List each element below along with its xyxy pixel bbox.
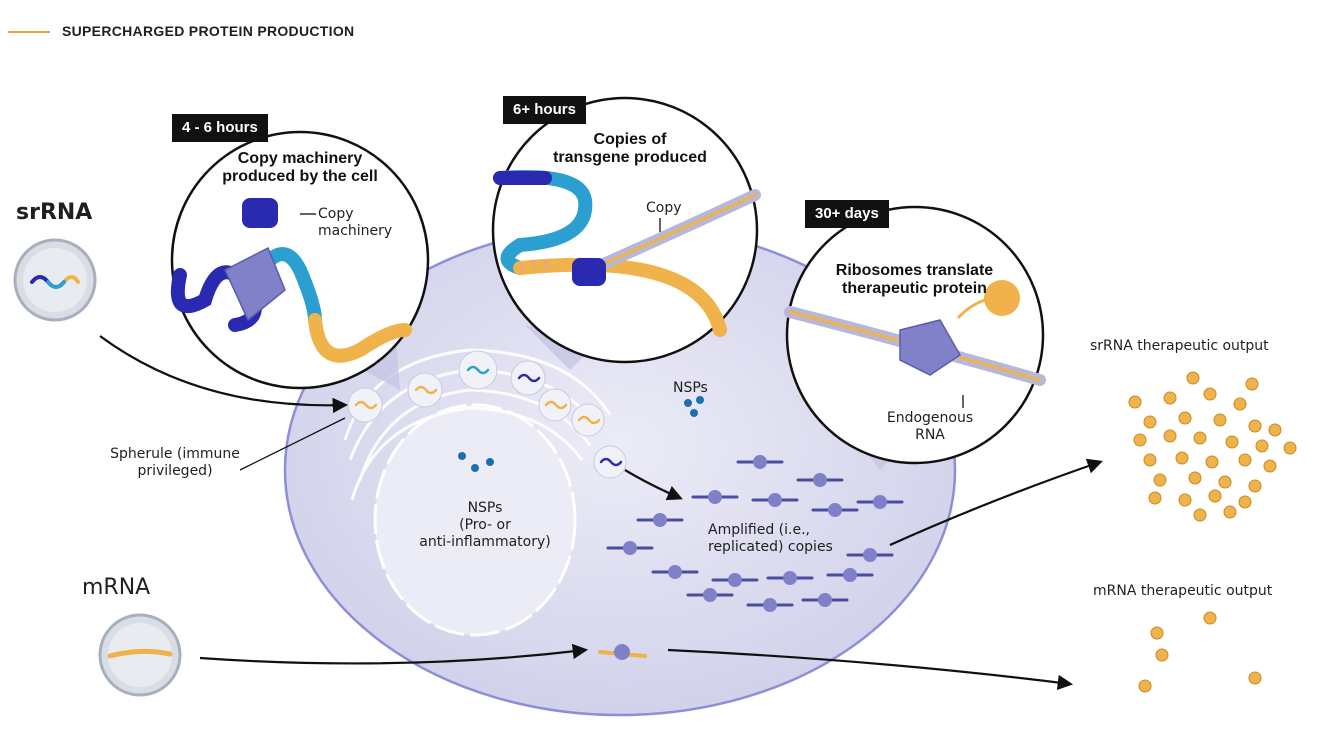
stage-2-title-line2: transgene produced — [553, 149, 707, 167]
srna-protein-cloud — [1128, 371, 1297, 522]
mrna-label: mRNA — [82, 575, 151, 600]
mrna-protein-cloud — [1138, 611, 1262, 693]
spherule-label-line2: privileged) — [137, 462, 213, 479]
nsps-nucleus-line3: anti-inflammatory) — [419, 533, 551, 550]
stage-3-title: Ribosomes translate therapeutic protein — [812, 262, 1017, 299]
copy-machinery-label: Copy machinery — [318, 206, 392, 240]
stage-3-title-line2: therapeutic protein — [842, 280, 987, 298]
stage-3-title-line1: Ribosomes translate — [835, 262, 994, 279]
stage-3-badge: 30+ days — [805, 200, 889, 228]
arrow-srna-to-spherule — [99, 335, 349, 414]
header-title: SUPERCHARGED PROTEIN PRODUCTION — [62, 23, 355, 39]
callout-circle-2 — [491, 96, 761, 364]
arrow-mrna-to-output — [667, 648, 1074, 691]
stage-1-title-line2: produced by the cell — [222, 168, 378, 186]
mrna-capsule — [98, 613, 182, 697]
nsps-nucleus-line2: (Pro- or — [459, 516, 511, 533]
srna-capsule — [13, 238, 97, 322]
callout-circle-1 — [170, 130, 430, 390]
endogenous-rna-label: Endogenous RNA — [880, 410, 980, 444]
spherules — [347, 350, 627, 479]
cell-mrna-ribosome — [598, 644, 647, 660]
srna-label: srRNA — [16, 200, 93, 225]
header-accent-line — [8, 31, 50, 33]
stage-2-title-line1: Copies of — [593, 131, 667, 148]
amplified-line2: replicated) copies — [708, 538, 833, 555]
stage-1-title-line1: Copy machinery — [237, 150, 363, 167]
callout-circle-3 — [784, 205, 1046, 465]
mrna-output-label: mRNA therapeutic output — [1093, 583, 1273, 599]
stage-1-badge: 4 - 6 hours — [172, 114, 268, 142]
spherule-label: Spherule (immune privileged) — [100, 446, 250, 480]
nsps-nucleus-line1: NSPs — [467, 500, 503, 516]
endogenous-rna-line1: Endogenous — [886, 410, 974, 426]
endogenous-rna-line2: RNA — [915, 426, 945, 443]
copy-label: Copy — [646, 200, 682, 216]
stage-1-title: Copy machinery produced by the cell — [190, 150, 410, 187]
nsp-clusters — [458, 396, 704, 472]
srna-output-label: srRNA therapeutic output — [1090, 338, 1269, 354]
arrow-amplified-to-output — [889, 458, 1103, 547]
amplified-label: Amplified (i.e., replicated) copies — [708, 522, 833, 556]
copy-machinery-line1: Copy — [318, 206, 354, 222]
amplified-copies — [606, 455, 904, 612]
nsps-top-label: NSPs — [673, 380, 708, 396]
copy-machinery-line2: machinery — [318, 222, 393, 239]
nucleus — [373, 403, 577, 637]
stage-2-title: Copies of transgene produced — [515, 131, 745, 168]
arrow-mrna-to-cell — [199, 643, 589, 665]
stage-2-badge: 6+ hours — [503, 96, 586, 124]
spherule-label-line1: Spherule (immune — [110, 446, 240, 462]
arrow-spherule-to-amplified — [624, 469, 683, 501]
amplified-line1: Amplified (i.e., — [708, 522, 810, 538]
pointer-spherule — [239, 417, 346, 471]
nsps-nucleus-label: NSPs (Pro- or anti-inflammatory) — [405, 500, 565, 550]
